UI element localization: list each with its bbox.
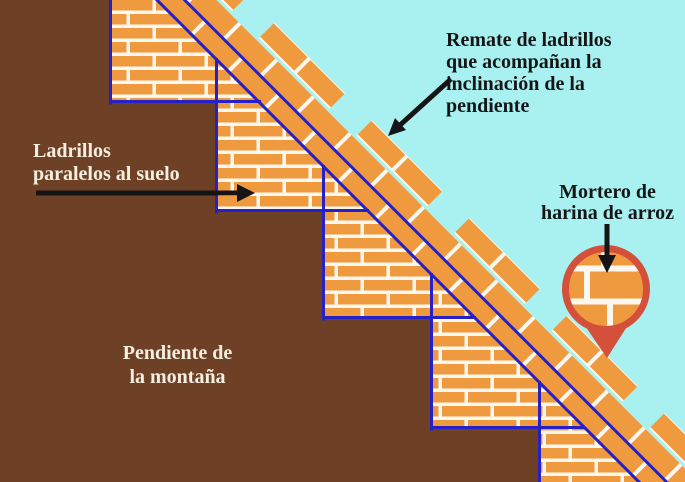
label-mortero: Mortero de harina de arroz	[520, 182, 685, 224]
mortero-arrow	[598, 224, 616, 273]
arrow-right-icon	[237, 184, 255, 202]
label-line: Mortero de	[559, 181, 656, 203]
label-line: Ladrillos	[33, 140, 111, 162]
arrow-down-left-icon	[388, 118, 406, 136]
label-remate: Remate de ladrillos que acompañan la inc…	[446, 29, 666, 117]
wall-step-outlines	[109, 0, 585, 482]
label-line: harina de arroz	[541, 202, 674, 224]
arrow-down-icon	[598, 255, 616, 273]
label-line: paralelos al suelo	[33, 163, 180, 185]
label-ladrillos: Ladrillos paralelos al suelo	[33, 140, 180, 186]
label-line: Remate de ladrillos	[446, 29, 612, 51]
label-line: Pendiente de	[122, 342, 233, 364]
label-pendiente: Pendiente de la montaña	[85, 341, 270, 389]
label-line: pendiente	[446, 95, 530, 117]
remate-arrow	[388, 77, 453, 136]
ladrillos-arrow	[36, 184, 255, 202]
label-line: inclinación de la	[446, 73, 585, 95]
stepped-brick-wall	[109, 0, 639, 482]
label-line: la montaña	[129, 366, 226, 388]
label-line: que acompañan la	[446, 51, 602, 73]
